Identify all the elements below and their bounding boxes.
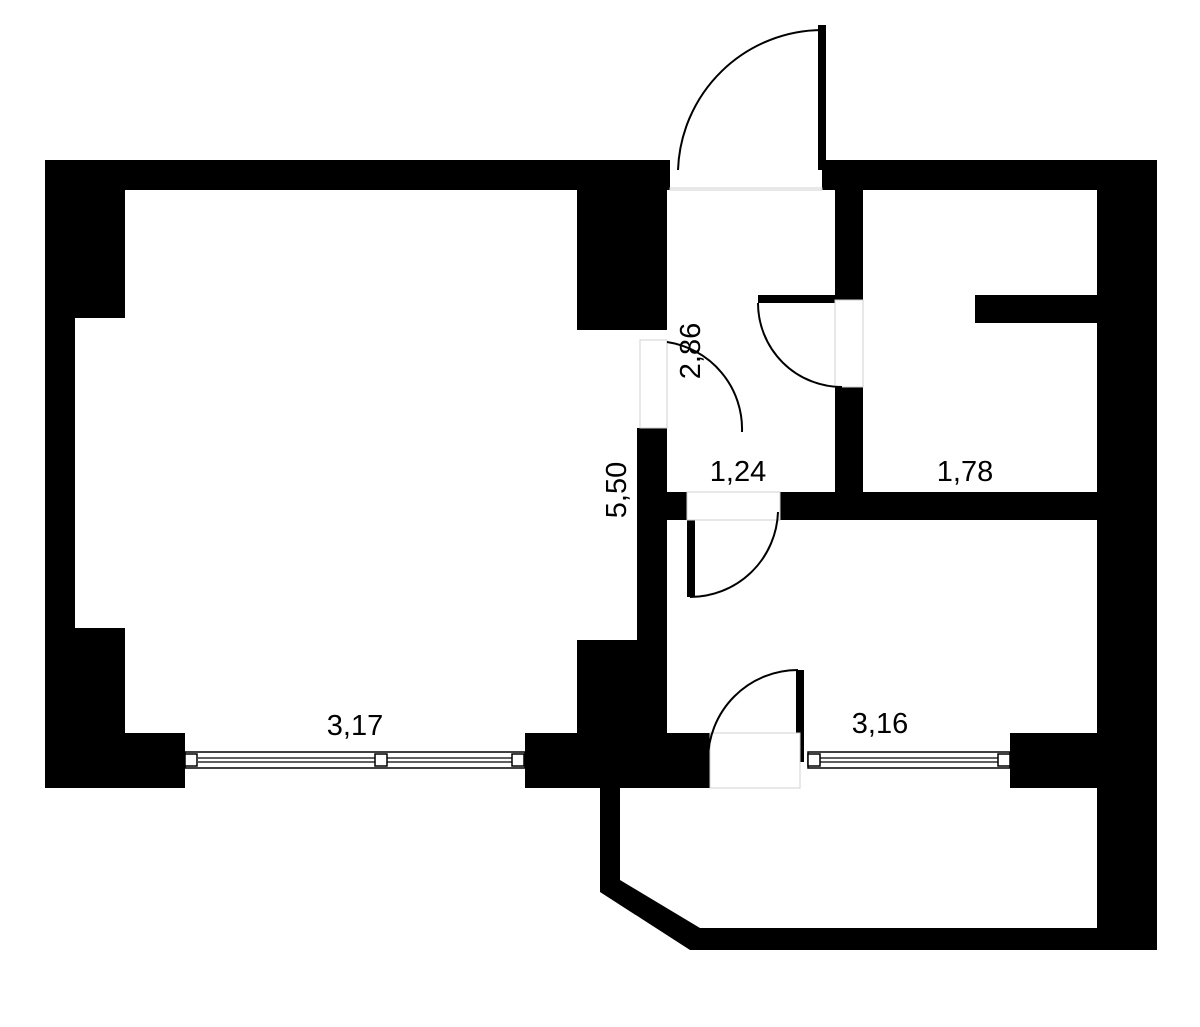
- door-openings: [639, 187, 864, 789]
- balcony-door-opening: [709, 732, 801, 789]
- wall-top-left: [45, 160, 670, 190]
- wall-hall-bath-upper: [835, 190, 863, 300]
- bath-door-swing: [757, 302, 843, 388]
- kitchen-width-label: 3,16: [852, 708, 908, 740]
- outer-walls: [45, 160, 1157, 950]
- wall-hall-door-jamb: [637, 428, 667, 448]
- hall-door-swing: [666, 341, 744, 433]
- wall-kitchen-top-left: [667, 492, 687, 520]
- pilaster-mid-top: [577, 160, 667, 330]
- hallway-length-label: 2,86: [675, 323, 707, 379]
- wall-living-hall-lower: [637, 428, 667, 788]
- balcony-wall: [600, 788, 1097, 950]
- entrance-threshold: [669, 187, 823, 191]
- wall-bath-stub: [975, 295, 1100, 323]
- kitchen-window: [807, 751, 1011, 769]
- living-window-frame: [184, 751, 526, 769]
- wall-hall-door-stub: [758, 295, 858, 303]
- kitchen-door-swing: [689, 511, 779, 598]
- kitchen-opening: [686, 491, 781, 521]
- wall-kitchen-top: [780, 492, 1100, 520]
- balcony: [600, 788, 1097, 950]
- entrance-door-swing: [677, 29, 823, 171]
- hall-living-opening: [639, 339, 668, 429]
- dimension-labels: 3,17 5,50 2,86 1,24 1,78 3,16: [327, 323, 993, 742]
- wall-right-top: [1097, 160, 1157, 190]
- wall-hall-bath-lower: [835, 387, 863, 492]
- balcony-door-swing: [707, 669, 799, 761]
- living-room-length-label: 5,50: [601, 462, 633, 518]
- wall-entrance-door-stub: [818, 25, 826, 170]
- living-room-width-label: 3,17: [327, 710, 383, 742]
- hallway-width-label: 1,24: [710, 456, 766, 488]
- bathroom-width-label: 1,78: [937, 456, 993, 488]
- wall-kitchen-door-stub: [687, 505, 695, 597]
- door-swings: [666, 29, 843, 761]
- pilaster-top-left: [45, 160, 125, 318]
- wall-bottom-left: [45, 733, 185, 788]
- interior-walls: [577, 25, 1100, 788]
- living-room-window: [184, 751, 526, 769]
- wall-balcony-door-stub: [796, 670, 804, 762]
- kitchen-window-frame: [807, 751, 1011, 769]
- bath-opening: [834, 299, 864, 388]
- wall-right: [1097, 160, 1157, 950]
